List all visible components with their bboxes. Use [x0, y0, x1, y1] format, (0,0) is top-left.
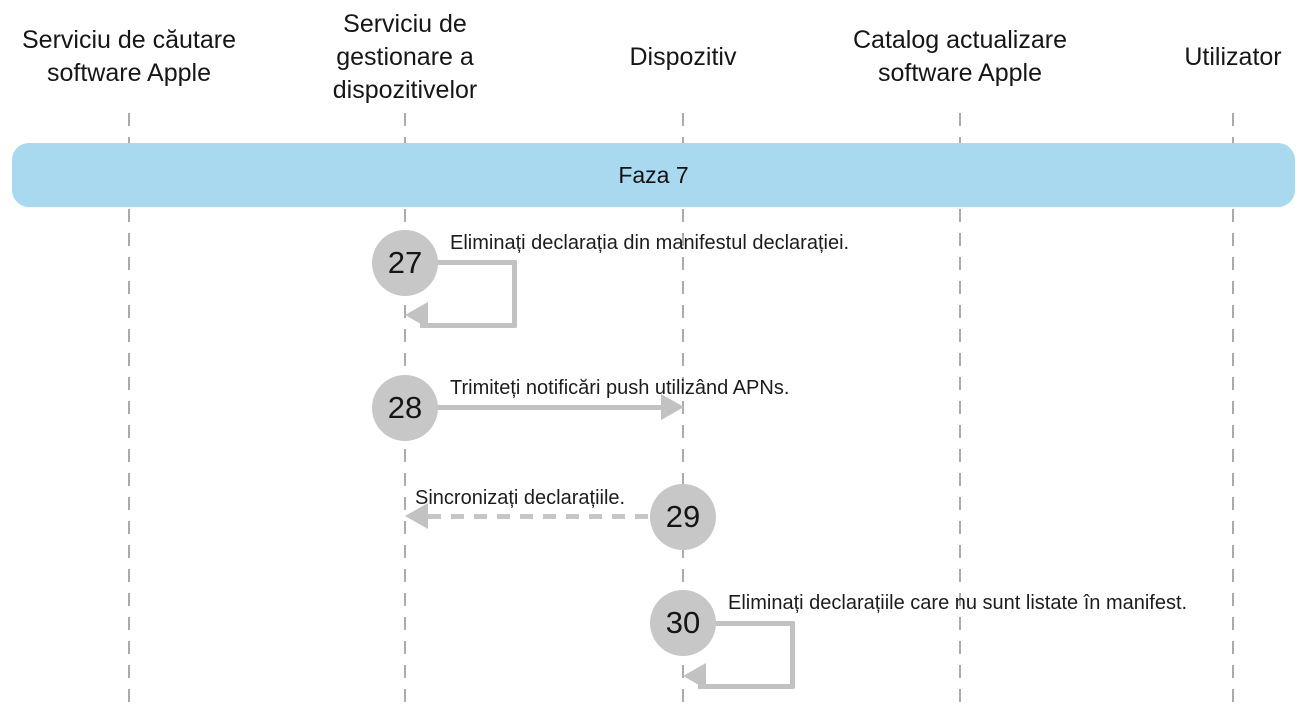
step-27-self-loop-arrow — [420, 260, 517, 328]
step-28-label: Trimiteți notificări push utilizând APNs… — [450, 377, 790, 399]
lifeline-apple-software-lookup-service — [128, 113, 130, 705]
step-30-self-loop-arrow — [698, 621, 795, 689]
step-29-number-badge: 29 — [650, 484, 716, 550]
step-28-arrowhead-right-icon — [661, 394, 684, 420]
step-28-arrow-line — [405, 405, 663, 410]
step-27-number-badge: 27 — [372, 230, 438, 296]
step-29-dashed-arrow-line — [428, 514, 650, 519]
lifeline-header-user: Utilizator — [1184, 43, 1282, 71]
lifeline-apple-software-update-catalog — [959, 113, 961, 705]
step-28-number-badge: 28 — [372, 375, 438, 441]
lifeline-header-apple-software-lookup-service: Serviciu de căutare software Apple — [21, 26, 236, 87]
lifeline-header-device: Dispozitiv — [629, 43, 737, 71]
step-30-number-badge: 30 — [650, 590, 716, 656]
step-27-arrowhead-left-icon — [405, 302, 428, 328]
step-27-label: Eliminați declarația din manifestul decl… — [450, 232, 850, 254]
step-29-arrowhead-left-icon — [405, 503, 428, 529]
lifeline-header-apple-software-update-catalog: Catalog actualizare software Apple — [852, 26, 1067, 87]
lifeline-header-device-management-service: Serviciu de gestionare a dispozitivelor — [332, 10, 478, 104]
phase-banner: Faza 7 — [12, 143, 1295, 207]
step-30-label: Eliminați declarațiile care nu sunt list… — [728, 592, 1188, 614]
step-30-arrowhead-left-icon — [683, 663, 706, 689]
step-29-label: Sincronizați declarațiile. — [415, 487, 626, 509]
lifeline-user — [1232, 113, 1234, 705]
phase-banner-label: Faza 7 — [618, 161, 689, 188]
